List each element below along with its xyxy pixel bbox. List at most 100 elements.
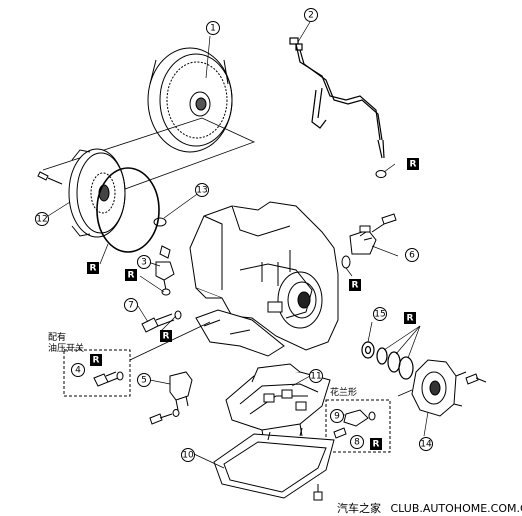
replace-marker-box (160, 330, 172, 342)
callout-14: 14 (419, 437, 433, 451)
transmission-case (189, 201, 339, 351)
replace-marker-text: R (128, 271, 135, 281)
callout-circle (195, 183, 209, 197)
case-bolt (371, 213, 397, 233)
valve-body-bolts (149, 409, 180, 425)
replace-marker-box (90, 354, 102, 366)
callout-13: 13 (195, 183, 209, 197)
callout-number: 12 (36, 215, 47, 225)
callout-number: 13 (196, 186, 207, 196)
replace-marker-box (125, 269, 137, 281)
callout-15: 15 (373, 307, 387, 321)
callout-5: 5 (137, 373, 151, 387)
callout-circle (124, 298, 138, 312)
valve-body (225, 363, 331, 443)
callout-circle (206, 21, 220, 35)
watermark: 汽车之家 CLUB.AUTOHOME.COM.CN (337, 500, 522, 516)
replace-marker-text: R (163, 332, 170, 342)
replace-marker-6: R (90, 354, 102, 366)
callout-circle (373, 307, 387, 321)
pump-bolt (465, 373, 487, 385)
drive-plate-bolt (37, 171, 63, 185)
pressure-switch-note-line2: 油压开关 (48, 344, 85, 354)
drive-plate-seal-ring (96, 167, 160, 253)
callout-number: 2 (308, 11, 314, 21)
replace-marker-text: R (410, 160, 417, 170)
replace-marker-box (404, 312, 416, 324)
callout-4: 4 (71, 363, 85, 377)
callout-3: 3 (137, 255, 151, 269)
callout-circle (330, 409, 344, 423)
callout-circle (350, 435, 364, 449)
callout-circle (137, 373, 151, 387)
pressure-switch-note: 配有 油压开关 (48, 333, 84, 355)
converter-housing-outline (42, 117, 256, 201)
replace-marker-text: R (352, 281, 359, 291)
callout-number: 8 (354, 438, 360, 448)
callout-circle (405, 248, 419, 262)
callout-11: 11 (309, 369, 323, 383)
callout-circle (71, 363, 85, 377)
replace-marker-box (370, 438, 382, 450)
pipe-o-ring (375, 170, 387, 178)
oil-pressure-switch (93, 371, 119, 387)
oil-pump-cover (411, 359, 467, 417)
callout-circle (309, 369, 323, 383)
filter-type-note: 花兰形 (330, 388, 357, 399)
replace-marker-text: R (90, 264, 97, 274)
replace-marker-text: R (93, 356, 100, 366)
callout-circle (181, 448, 195, 462)
torque-converter (147, 47, 233, 153)
oil-pan (213, 427, 335, 499)
replace-marker-text: R (407, 314, 414, 324)
callout-circle (419, 437, 433, 451)
callout-number: 11 (310, 372, 321, 382)
callout-number: 7 (128, 301, 134, 311)
callout-number: 4 (75, 366, 81, 376)
callout-circle (137, 255, 151, 269)
callout-number: 5 (141, 376, 147, 386)
replace-marker-text: R (373, 440, 380, 450)
pressure-switch-box (63, 349, 131, 397)
replace-marker-3: R (125, 269, 137, 281)
filter-type-note-text: 花兰形 (330, 388, 358, 398)
callout-number: 10 (182, 451, 194, 461)
filter-box (325, 399, 391, 453)
replace-marker-2: R (87, 262, 99, 274)
side-plate (195, 309, 285, 357)
plug-washer (174, 310, 182, 320)
callout-number: 6 (409, 251, 415, 261)
callout-number: 15 (374, 310, 385, 320)
callout-number: 14 (420, 440, 432, 450)
callout-number: 9 (334, 412, 340, 422)
speed-sensor (155, 245, 175, 296)
pressure-switch-note-line1: 配有 (48, 333, 67, 343)
callout-8: 8 (350, 435, 364, 449)
drain-plug (313, 484, 323, 501)
callout-number: 3 (141, 258, 147, 268)
replace-marker-box (407, 158, 419, 170)
housing-o-ring (153, 217, 167, 227)
replace-marker-5: R (160, 330, 172, 342)
callout-2: 2 (304, 8, 318, 22)
gasket-rings (361, 341, 414, 380)
oil-pipe (289, 37, 385, 159)
replace-marker-box (349, 279, 361, 291)
replace-marker-8: R (370, 438, 382, 450)
replace-marker-box (87, 262, 99, 274)
solenoid-valve (169, 371, 193, 411)
callout-7: 7 (124, 298, 138, 312)
replace-marker-4: R (349, 279, 361, 291)
oil-strainer (333, 409, 376, 439)
leader-lines (47, 21, 429, 469)
callout-number: 1 (210, 24, 216, 34)
callout-6: 6 (405, 248, 419, 262)
callout-12: 12 (35, 212, 49, 226)
callout-1: 1 (206, 21, 220, 35)
pressure-switch-washer (116, 371, 124, 381)
replace-marker-7: R (404, 312, 416, 324)
replace-marker-group: R R R R R R R R (87, 158, 419, 450)
